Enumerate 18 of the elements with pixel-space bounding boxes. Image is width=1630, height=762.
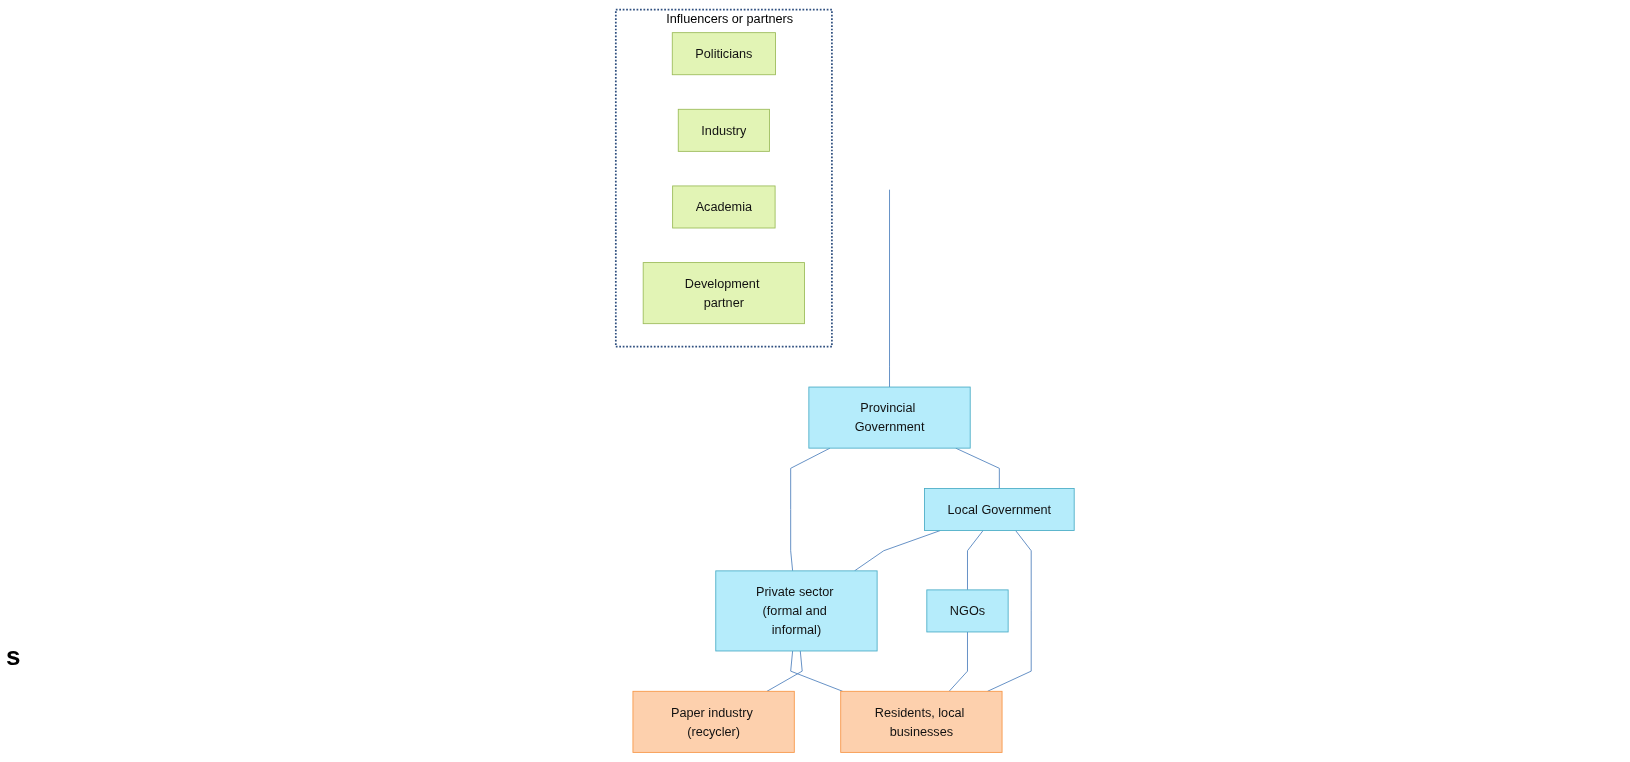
node-box: Politicians <box>671 32 776 76</box>
connector <box>948 631 968 692</box>
node-box: Paper industry (recycler) <box>632 690 795 753</box>
side-label: s <box>5 641 22 672</box>
connector <box>766 650 803 692</box>
node-box: Academia <box>672 185 776 229</box>
node-box: Industry <box>677 108 770 152</box>
connector <box>889 189 890 388</box>
node-box: NGOs <box>926 589 1009 633</box>
connector <box>790 650 844 692</box>
node-box: Local Government <box>924 488 1075 531</box>
node-box: Residents, local businesses <box>840 690 1003 753</box>
node-box: Provincial Government <box>808 386 971 449</box>
connector <box>854 530 941 572</box>
connector <box>987 530 1032 692</box>
node-box: Development partner <box>642 262 805 325</box>
node-box: Private sector (formal and informal) <box>715 570 878 652</box>
connector <box>967 530 984 591</box>
